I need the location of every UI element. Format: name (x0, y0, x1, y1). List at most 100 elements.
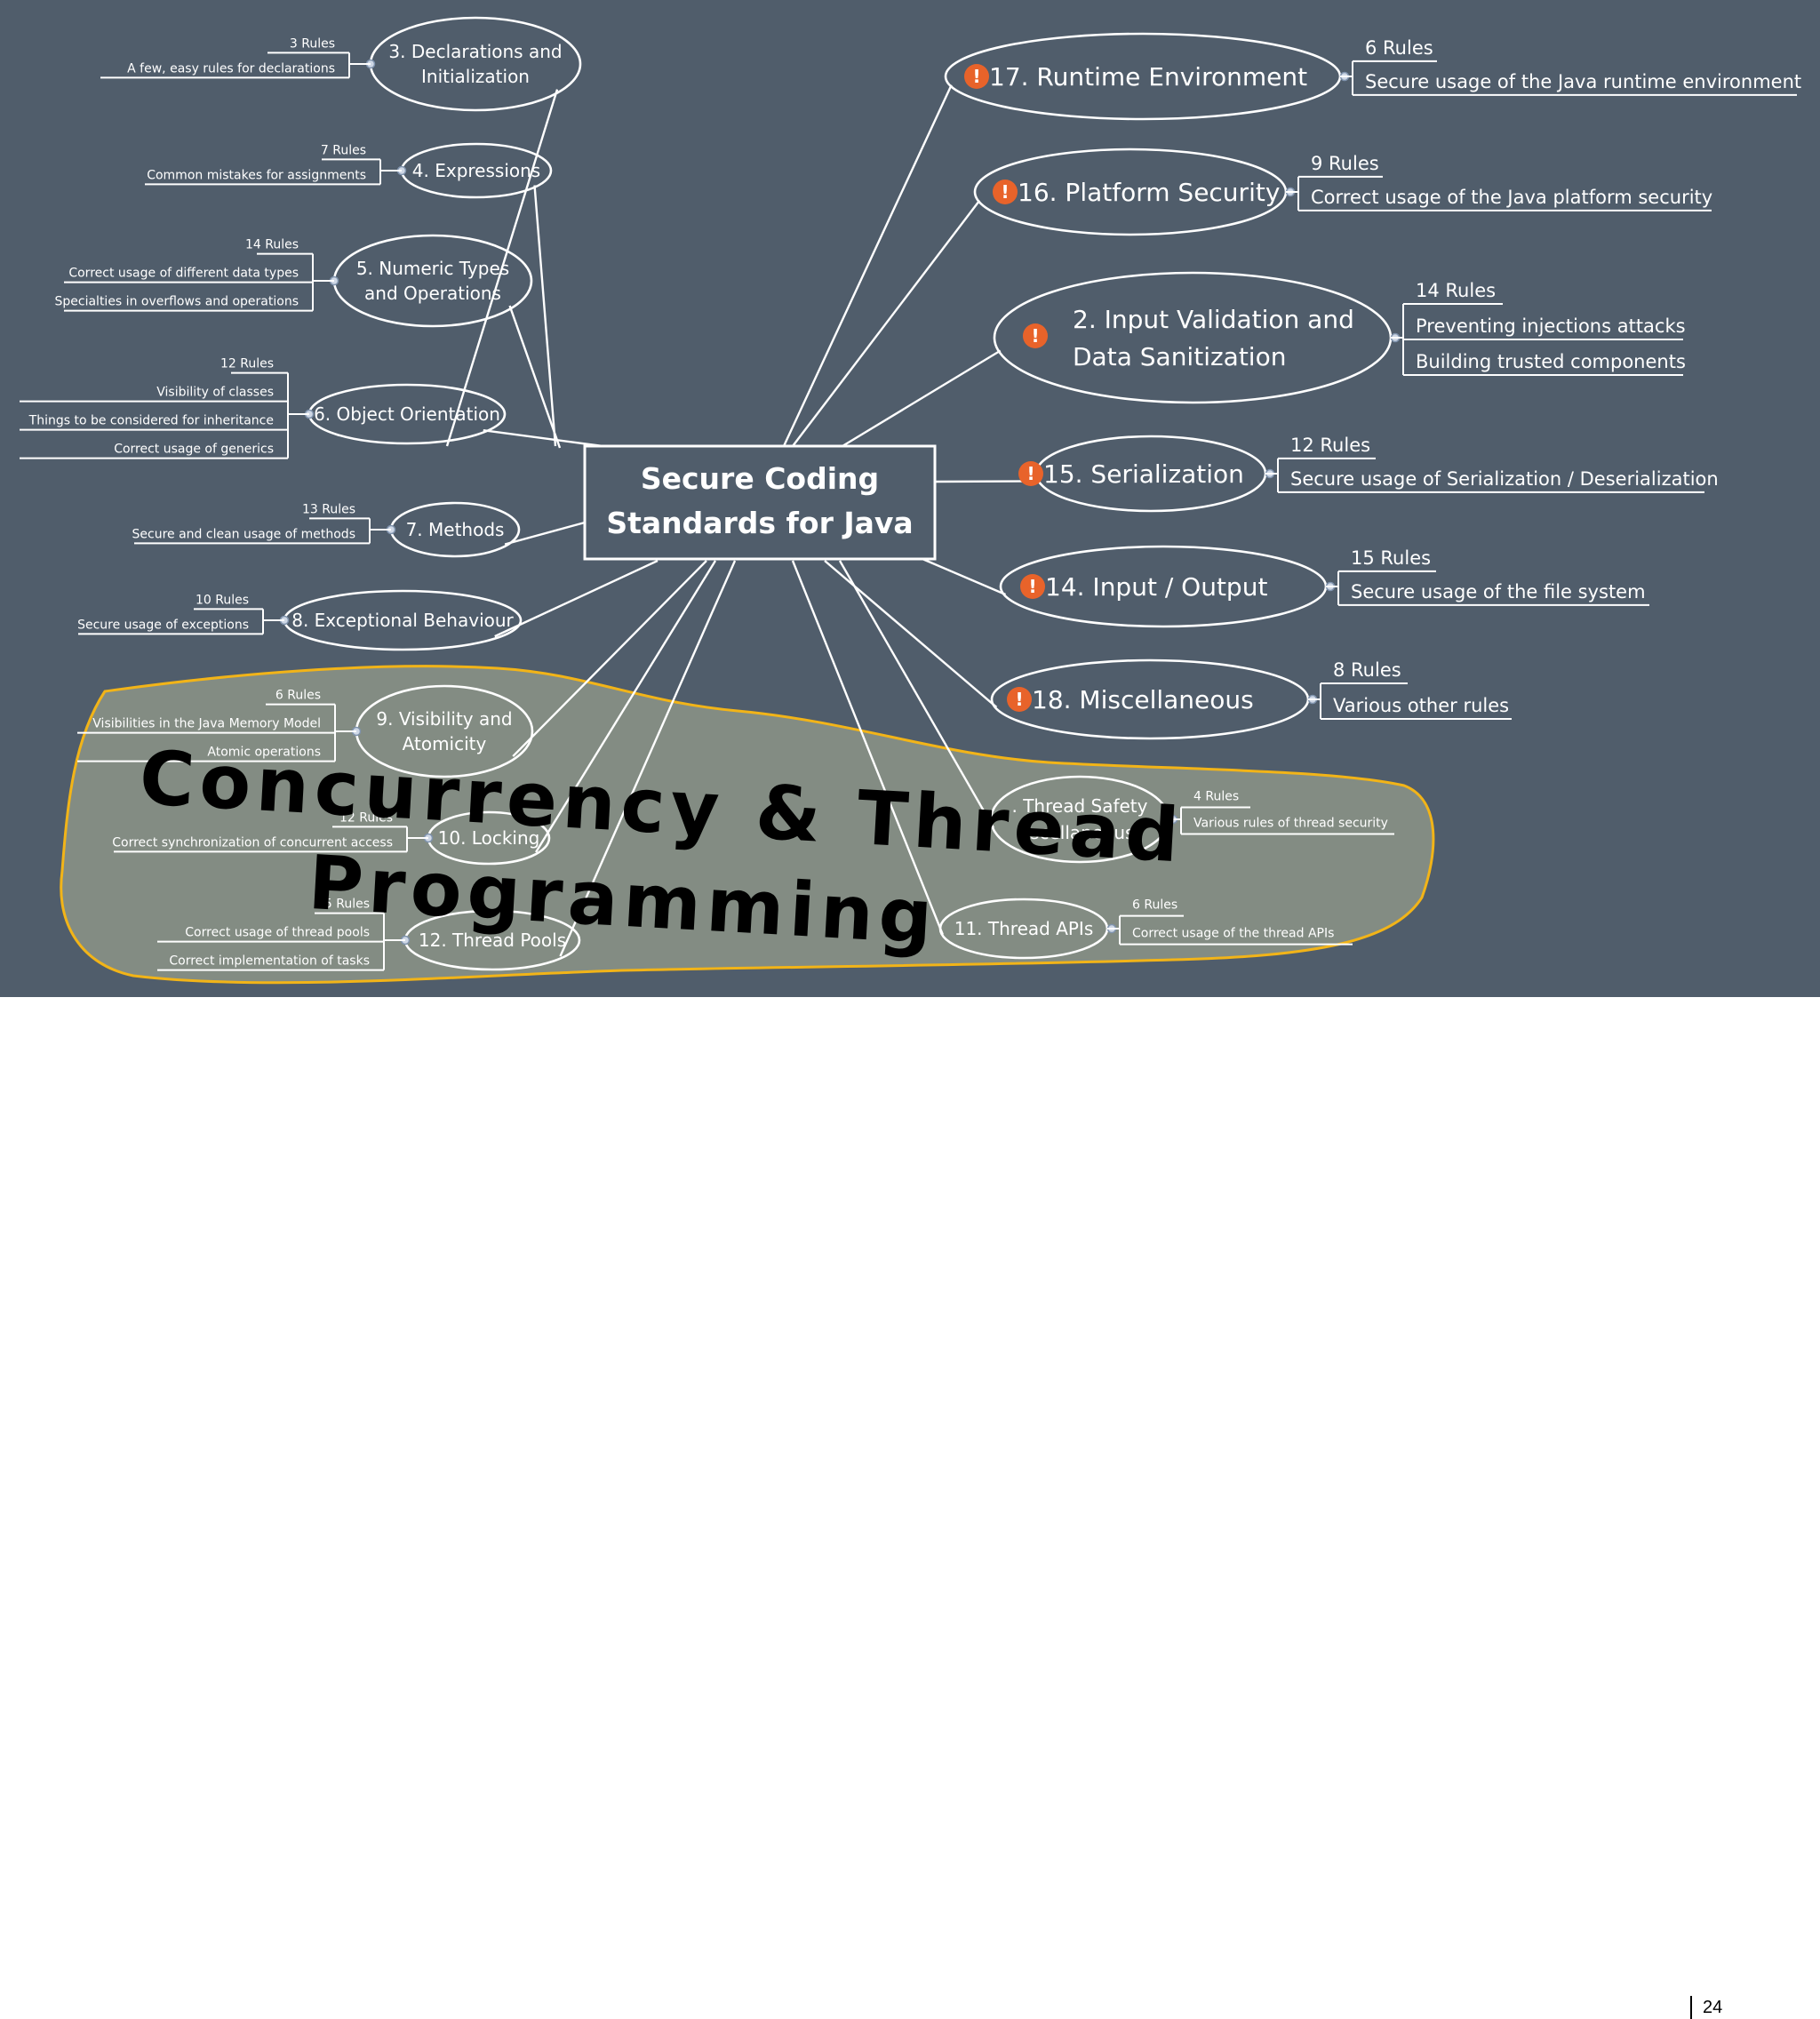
topic-n10-title-line-1: 10. Locking (438, 827, 540, 849)
topic-n2-detail-1: Preventing injections attacks (1416, 315, 1686, 337)
topic-n8-title-line-1: 8. Exceptional Behaviour (291, 610, 514, 631)
topic-n12-detail-1: Correct usage of thread pools (185, 926, 370, 940)
topic-n15-title-line-1: 15. Serialization (1043, 459, 1244, 489)
topic-n2-detail-2: Building trusted components (1416, 351, 1686, 372)
priority-flag-glyph: ! (1028, 576, 1036, 597)
topic-n17-rule-count: 6 Rules (1365, 37, 1433, 59)
priority-flag-icon (1018, 461, 1043, 486)
topic-n11-detail-1: Correct usage of the thread APIs (1132, 927, 1334, 941)
topic-n14-title-line-1: 14. Input / Output (1045, 572, 1267, 602)
connector-n13 (838, 560, 995, 829)
connector-n16 (792, 199, 981, 447)
connector-n12 (559, 560, 737, 957)
topic-n4-detail-1: Common mistakes for assignments (147, 168, 366, 182)
connector-n6 (483, 428, 603, 448)
topic-n12-title-line-1: 12. Thread Pools (419, 930, 566, 951)
topic-n10-rule-count: 12 Rules (339, 810, 393, 825)
topic-n4-title-line-1: 4. Expressions (412, 160, 540, 181)
topic-n5-rule-count: 14 Rules (245, 238, 299, 252)
topic-n8-detail-1: Secure usage of exceptions (77, 618, 249, 632)
topic-n18-title-line-1: 18. Miscellaneous (1032, 685, 1254, 714)
topic-n12-rule-count: 5 Rules (324, 898, 370, 912)
connector-n17 (782, 84, 953, 447)
topic-n18-detail-1: Various other rules (1333, 695, 1509, 716)
topic-n3-title-line-2: Initialization (421, 66, 530, 87)
topic-n3-title-line-1: 3. Declarations and (388, 41, 562, 62)
page-number-divider (1690, 1996, 1692, 2019)
priority-flag-glyph: ! (1031, 325, 1039, 347)
priority-flag-glyph: ! (972, 66, 980, 87)
topic-n9-title-line-1: 9. Visibility and (376, 708, 512, 730)
connector-n2 (842, 349, 1002, 448)
topic-n11-rule-count: 6 Rules (1132, 898, 1177, 913)
topic-n9-detail-1: Visibilities in the Java Memory Model (92, 717, 321, 731)
topic-n7-title-line-1: 7. Methods (406, 519, 505, 540)
connector-n5 (508, 305, 562, 449)
connector-n11 (791, 560, 944, 936)
central-topic-line1: Secure Coding (641, 461, 879, 496)
topic-n2-title-line-2: Data Sanitization (1073, 342, 1286, 371)
topic-n13-title-line-2: iscellaneous (1026, 822, 1135, 843)
topic-n6-detail-1: Visibility of classes (156, 386, 274, 400)
topic-n6-detail-3: Correct usage of generics (114, 443, 274, 457)
priority-flag-icon (1020, 574, 1045, 599)
topic-n12-detail-2: Correct implementation of tasks (169, 954, 370, 969)
connector-n10 (535, 560, 717, 853)
topic-n5-detail-2: Specialties in overflows and operations (55, 295, 299, 309)
topic-n8-rule-count: 10 Rules (196, 593, 249, 607)
page-number: 24 (1703, 1998, 1723, 2017)
topic-n15-rule-count: 12 Rules (1290, 435, 1370, 456)
priority-flag-glyph: ! (1026, 463, 1034, 484)
topic-n10-detail-1: Correct synchronization of concurrent ac… (112, 835, 393, 850)
topic-n3-rule-count: 3 Rules (290, 36, 335, 51)
topic-n13-title-line-1: . Thread Safety (1012, 795, 1148, 817)
priority-flag-glyph: ! (1001, 181, 1009, 203)
topic-n13-rule-count: 4 Rules (1193, 790, 1239, 804)
priority-flag-icon (993, 180, 1018, 204)
topic-n4-rule-count: 7 Rules (321, 143, 366, 157)
topic-n7-detail-1: Secure and clean usage of methods (132, 527, 355, 541)
topic-n13-detail-1: Various rules of thread security (1193, 817, 1388, 831)
connector-n8 (494, 559, 659, 638)
topic-n2-ellipse (993, 271, 1393, 404)
topic-n17-detail-1: Secure usage of the Java runtime environ… (1365, 71, 1801, 92)
priority-flag-glyph: ! (1015, 689, 1023, 710)
topic-n11-title-line-1: 11. Thread APIs (954, 918, 1094, 939)
topic-n6-rule-count: 12 Rules (220, 357, 274, 371)
topic-n15-detail-1: Secure usage of Serialization / Deserial… (1290, 468, 1719, 490)
connector-n4 (533, 185, 557, 447)
connector-n14 (922, 557, 1006, 596)
connector-n7 (504, 521, 586, 546)
topic-n9-detail-2: Atomic operations (207, 746, 321, 760)
topic-n5-title-line-1: 5. Numeric Types (356, 258, 509, 279)
connector-n9 (512, 560, 707, 757)
topic-n17-title-line-1: 17. Runtime Environment (989, 62, 1307, 92)
topic-n16-title-line-1: 16. Platform Security (1018, 178, 1280, 207)
topic-n2-rule-count: 14 Rules (1416, 280, 1496, 301)
topic-n16-rule-count: 9 Rules (1311, 153, 1379, 174)
topic-n3-detail-1: A few, easy rules for declarations (127, 61, 335, 76)
topic-n6-title-line-1: 6. Object Orientation (314, 403, 500, 425)
topic-n5-detail-1: Correct usage of different data types (68, 267, 299, 281)
topic-n7-rule-count: 13 Rules (302, 502, 355, 516)
topic-n5-title-line-2: and Operations (364, 283, 501, 304)
connector-n3 (445, 89, 559, 447)
topic-n14-detail-1: Secure usage of the file system (1351, 581, 1646, 603)
topic-n14-rule-count: 15 Rules (1351, 547, 1431, 569)
concurrency-highlight-region (60, 665, 1435, 985)
topic-n6-detail-2: Things to be considered for inheritance (28, 414, 274, 428)
topic-n18-rule-count: 8 Rules (1333, 659, 1401, 681)
central-topic-line2: Standards for Java (606, 506, 913, 540)
topic-n2-title-line-1: 2. Input Validation and (1073, 305, 1354, 334)
topic-n5-ellipse (332, 234, 533, 328)
priority-flag-icon (1007, 687, 1032, 712)
topic-n9-rule-count: 6 Rules (275, 689, 321, 703)
footer-bar: 24 (0, 997, 1820, 2019)
topic-n16-detail-1: Correct usage of the Java platform secur… (1311, 187, 1712, 208)
topic-n3-ellipse (369, 16, 582, 112)
topic-n9-title-line-2: Atomicity (403, 733, 487, 754)
central-topic-box (583, 444, 937, 561)
priority-flag-icon (1023, 323, 1048, 348)
